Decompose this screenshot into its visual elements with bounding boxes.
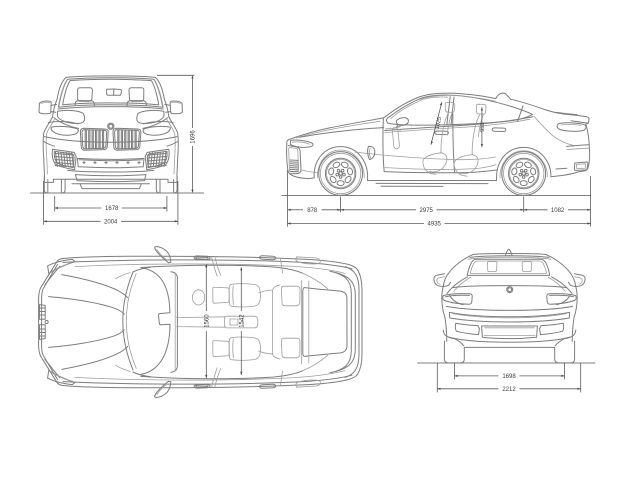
svg-text:2004: 2004 [104, 219, 118, 225]
svg-text:2975: 2975 [420, 208, 434, 214]
svg-text:2212: 2212 [502, 387, 516, 393]
svg-text:1678: 1678 [105, 206, 119, 212]
svg-text:1698: 1698 [502, 374, 516, 380]
svg-text:1082: 1082 [551, 208, 565, 214]
svg-text:4935: 4935 [428, 222, 442, 228]
svg-text:1560: 1560 [204, 314, 210, 328]
svg-text:878: 878 [307, 208, 318, 214]
svg-text:1025: 1025 [435, 116, 444, 130]
svg-text:953: 953 [480, 123, 486, 132]
svg-text:1696: 1696 [191, 130, 197, 144]
svg-text:1542: 1542 [239, 314, 245, 328]
